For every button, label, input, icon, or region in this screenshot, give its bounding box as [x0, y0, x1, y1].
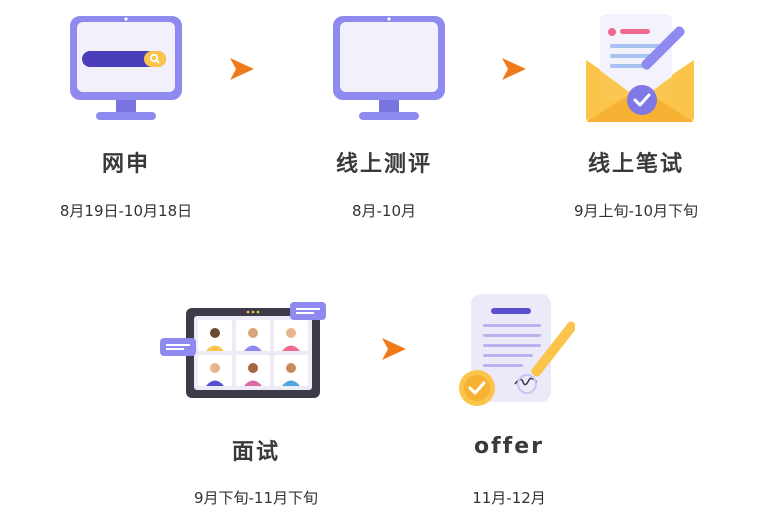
arrow-right-icon: [502, 58, 526, 80]
step-title: offer: [473, 434, 545, 459]
step-online-written-test: 线上笔试 9月上旬-10月下旬: [550, 0, 722, 230]
step-title: 网申: [101, 152, 150, 177]
step-title: 线上测评: [335, 152, 432, 177]
step-date: 8月19日-10月18日: [59, 202, 193, 220]
arrow-right-icon: [230, 58, 254, 80]
step-interview: 面试 9月下旬-11月下旬: [160, 290, 342, 520]
step-title: 线上笔试: [587, 152, 684, 177]
step-date: 11月-12月: [472, 489, 546, 507]
step-online-assessment: 线上测评 8月-10月: [298, 0, 470, 230]
step-date: 9月上旬-10月下旬: [573, 202, 699, 220]
step-offer: offer 11月-12月: [423, 290, 595, 520]
monitor-icon: [333, 16, 445, 120]
envelope-document-pen-icon: [586, 14, 694, 122]
monitor-search-icon: [70, 16, 182, 120]
step-date: 9月下旬-11月下旬: [193, 489, 319, 507]
signed-document-badge-icon: [459, 294, 575, 406]
step-title: 面试: [231, 440, 280, 465]
arrow-right-icon: [382, 338, 406, 360]
step-date: 8月-10月: [351, 202, 417, 220]
step-online-application: 网申 8月19日-10月18日: [40, 0, 212, 230]
video-call-tablet-icon: [160, 302, 326, 398]
